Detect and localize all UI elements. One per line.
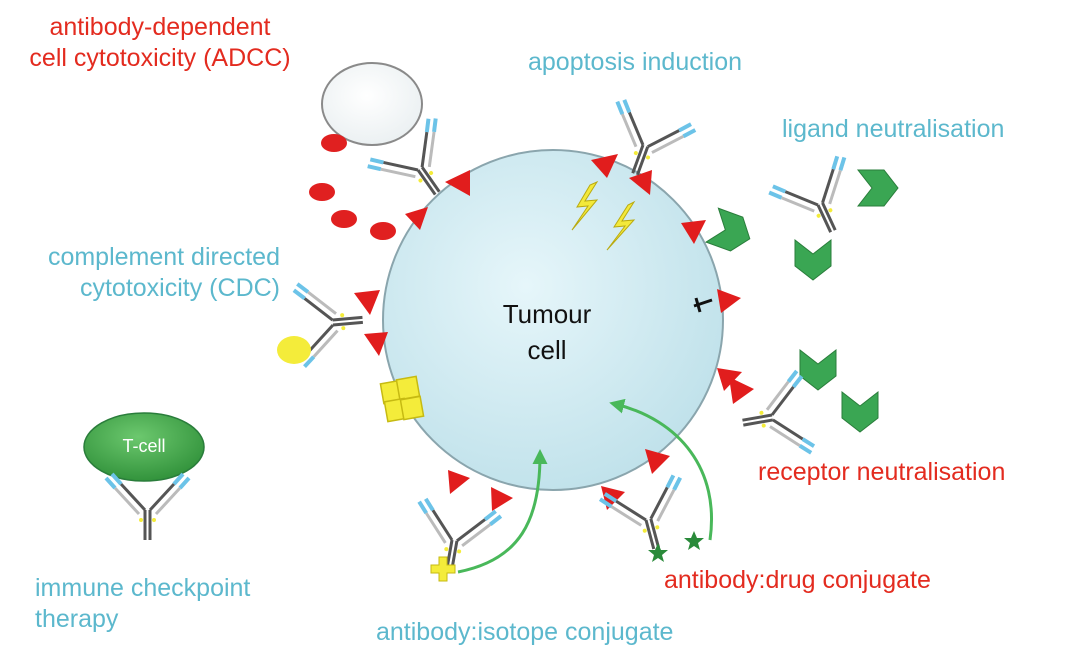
antibody-checkpoint <box>104 472 191 542</box>
tcell <box>83 412 205 482</box>
tumour-cell-line2: cell <box>527 335 567 365</box>
checkpoint-label: immune checkpoint therapy <box>35 573 250 635</box>
drug-conjugate-label: antibody:drug conjugate <box>664 566 931 594</box>
block-symbol <box>693 297 713 313</box>
apoptosis-label: apoptosis induction <box>528 48 743 76</box>
antibody-receptor <box>733 368 818 466</box>
antibody-drug <box>597 471 699 562</box>
cdc-label-line1: complement directed <box>47 243 280 271</box>
tumour-cell-line1: Tumour <box>502 299 592 329</box>
cdc-label-line2: cytotoxicity (CDC) <box>79 274 280 302</box>
checkpoint-label-line1: immune checkpoint <box>35 574 251 602</box>
isotope-conjugate-label: antibody:isotope conjugate <box>376 618 674 646</box>
tumour-cell <box>382 149 724 491</box>
ligand-bound <box>857 169 899 207</box>
checkpoint-label-line2: therapy <box>35 605 119 633</box>
drug-arrow <box>609 398 713 541</box>
ligand-free-1 <box>794 239 832 281</box>
ligand-free-4 <box>841 391 879 433</box>
tumour-cell-label: Tumour cell <box>467 296 627 368</box>
isotope-icon <box>430 556 456 582</box>
granules <box>309 134 396 240</box>
lightning-icons <box>571 180 636 251</box>
adcc-label-line2: cell cytotoxicity (ADCC) <box>29 44 291 72</box>
complement-complex <box>379 375 425 423</box>
antibody-ligand <box>765 151 873 251</box>
ligand-free-3 <box>799 349 837 391</box>
adcc-label: antibody-dependent cell cytotoxicity (AD… <box>10 12 310 74</box>
isotope-arrow <box>457 449 548 574</box>
drug-stars <box>648 531 704 562</box>
cdc-label: complement directed cytotoxicity (CDC) <box>0 242 280 304</box>
ligand-label: ligand neutralisation <box>782 115 1005 143</box>
complement-protein <box>277 336 311 364</box>
receptor-label: receptor neutralisation <box>758 458 1006 486</box>
nk-cell <box>321 62 423 146</box>
tcell-label: T-cell <box>122 436 166 456</box>
ligand-free-2 <box>705 207 757 257</box>
receptors <box>354 154 754 511</box>
adcc-label-line1: antibody-dependent <box>49 13 271 41</box>
